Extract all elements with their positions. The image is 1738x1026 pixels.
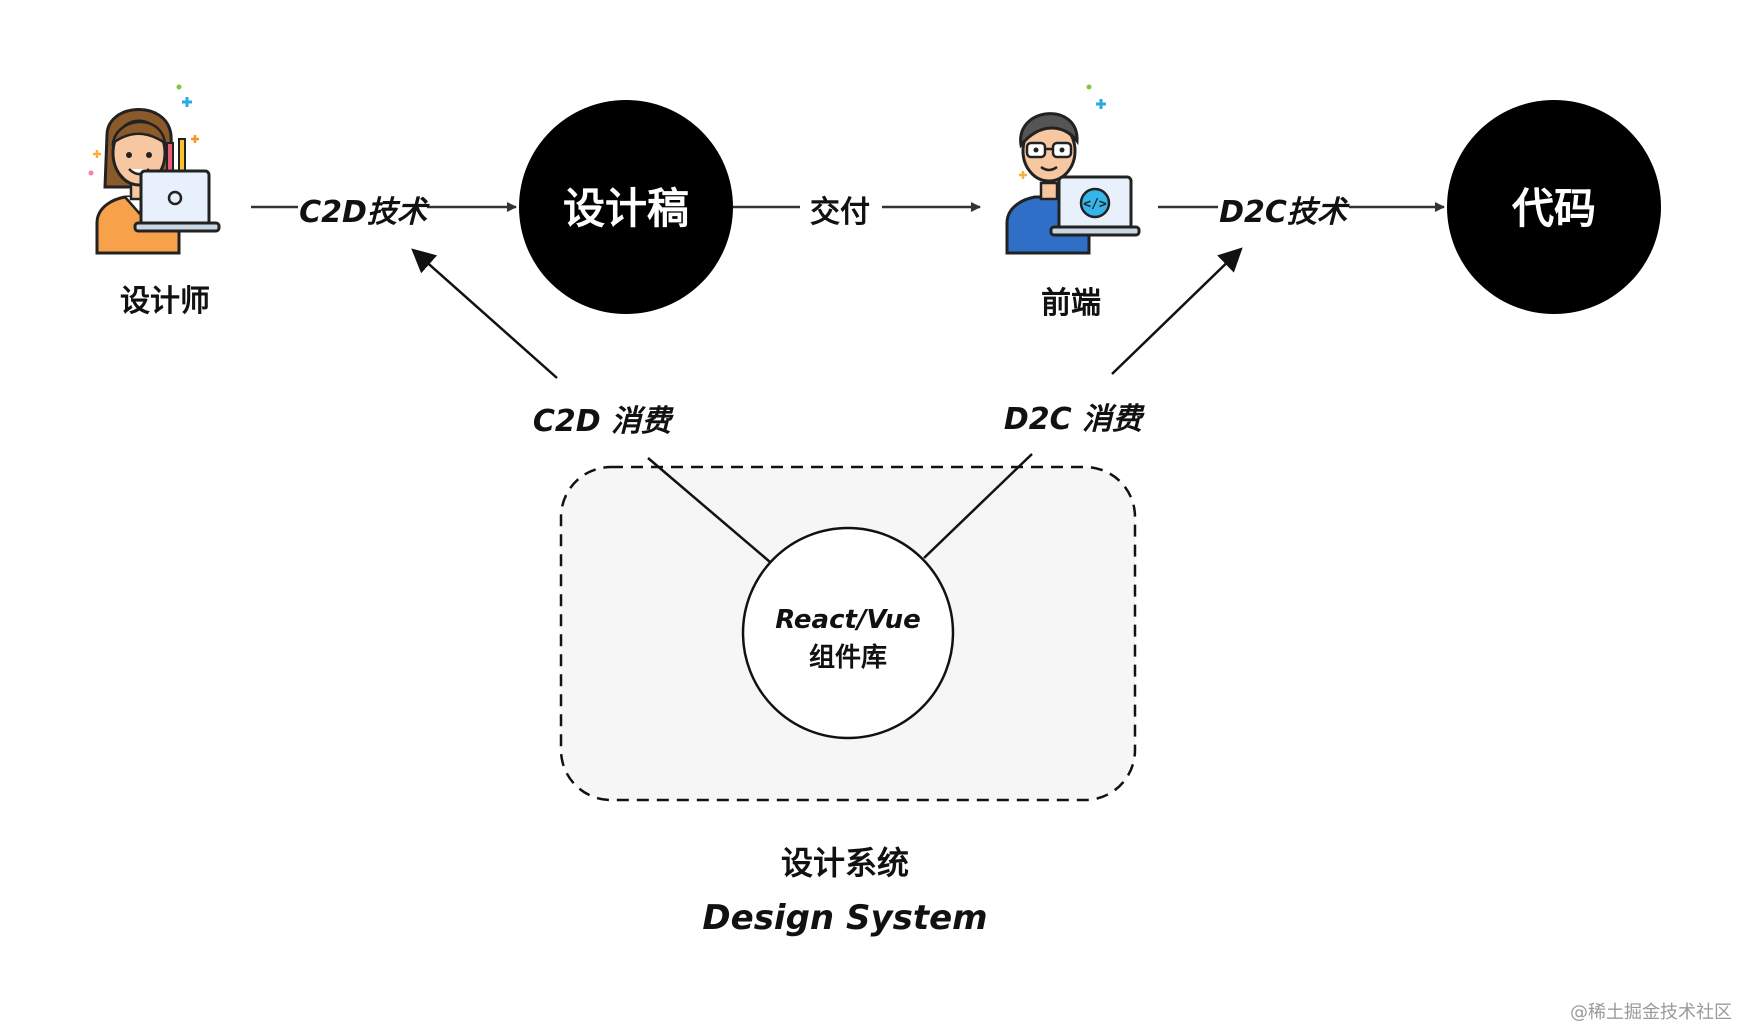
edge-d2c-consume: D2C 消费 [923,247,1243,559]
design-draft-node: 设计稿 [519,100,733,314]
frontend-icon: </> [1005,84,1141,255]
edge-c2d-consume: C2D 消费 [411,248,771,563]
design-system-title-en: Design System [702,898,987,938]
edge-frontend-to-code: D2C技术 [1158,195,1445,230]
edge-draft-to-frontend: 交付 [733,195,981,230]
component-library-line1: React/Vue [775,605,921,635]
deliver-label: 交付 [810,195,870,230]
c2d-tech-label: C2D技术 [299,195,430,230]
d2c-consume-label: D2C 消费 [1004,402,1145,437]
svg-text:</>: </> [1083,197,1107,212]
design-draft-label: 设计稿 [563,184,689,233]
frontend-label: 前端 [1041,286,1101,321]
code-label: 代码 [1511,184,1596,233]
d2c-tech-label: D2C技术 [1219,195,1350,230]
c2d-consume-label: C2D 消费 [533,404,674,439]
designer-label: 设计师 [120,284,210,319]
edge-designer-to-draft: C2D技术 [251,195,517,230]
design-system-title-zh: 设计系统 [781,844,909,882]
component-library-node: React/Vue 组件库 [741,526,955,740]
designer-icon [88,84,221,255]
code-node: 代码 [1447,100,1661,314]
component-library-line2: 组件库 [809,642,887,673]
watermark: @稀土掘金技术社区 [1570,1002,1732,1023]
